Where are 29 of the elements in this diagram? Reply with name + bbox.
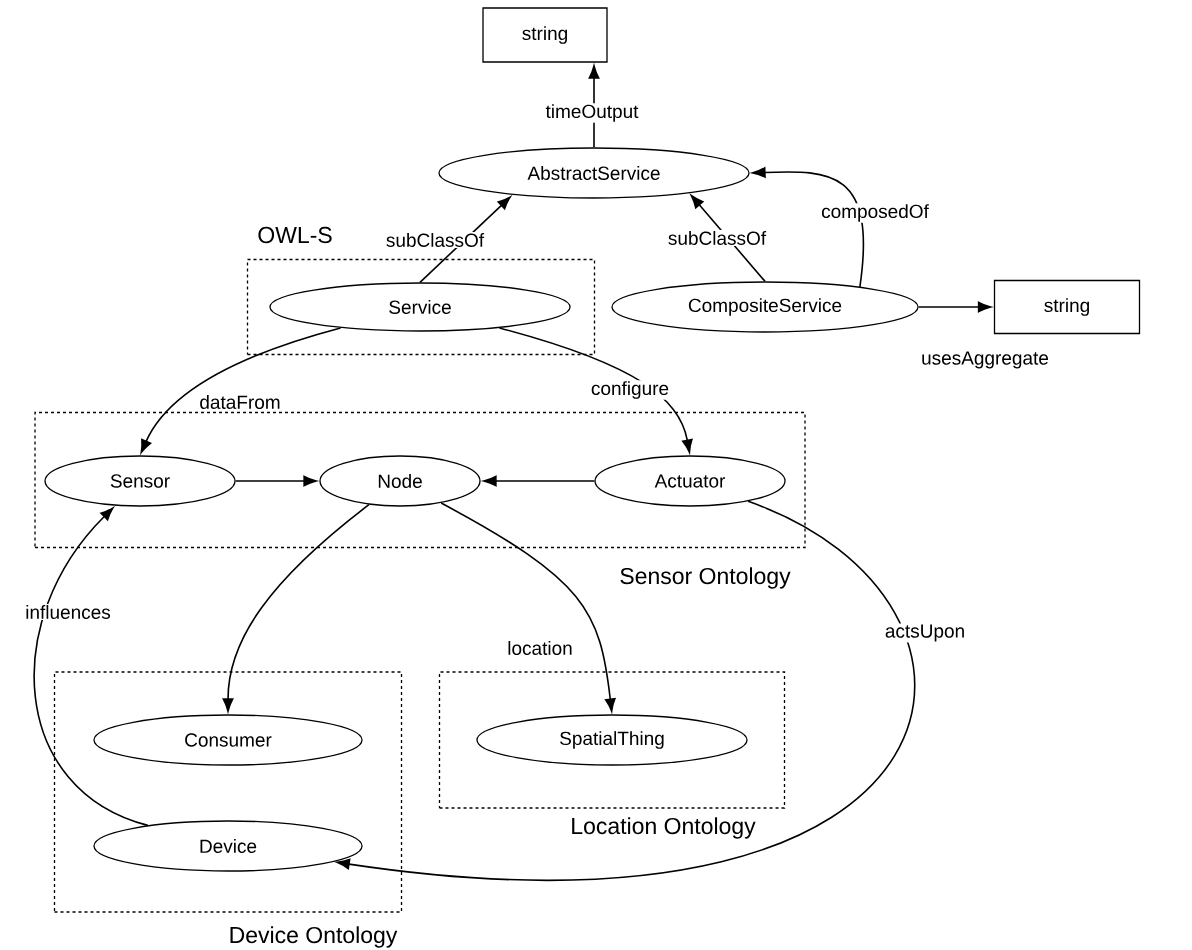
arrow xyxy=(419,196,511,284)
edge-label: dataFrom xyxy=(198,394,282,410)
edge-label: location xyxy=(506,640,574,656)
arrow xyxy=(440,502,616,712)
datatype-box: string xyxy=(482,7,608,63)
arrow xyxy=(917,301,992,313)
edge-label: timeOutput xyxy=(544,103,640,123)
arrow xyxy=(752,167,865,288)
edge-label: actsUpon xyxy=(883,623,967,643)
arrow xyxy=(222,503,370,712)
edge-label: configure xyxy=(589,380,671,400)
arrow xyxy=(336,500,914,880)
cluster-heading: OWL-S xyxy=(258,226,332,244)
arrow xyxy=(33,507,149,827)
edge-label: subClassOf xyxy=(666,230,768,246)
edge-label: influences xyxy=(24,604,112,620)
edge-label: usesAggregate xyxy=(920,350,1050,370)
arrow xyxy=(690,194,766,283)
edge-label: composedOf xyxy=(820,203,930,223)
arrow xyxy=(498,327,693,453)
cluster-heading: Location Ontology xyxy=(572,817,756,839)
datatype-box: string xyxy=(993,279,1141,335)
cluster-heading: Sensor Ontology xyxy=(620,567,791,589)
edge-label: subClassOf xyxy=(384,232,486,248)
arrow xyxy=(234,475,317,487)
arrow xyxy=(588,65,600,149)
cluster-heading: Device Ontology xyxy=(230,926,398,948)
arrow xyxy=(483,475,596,487)
arrow xyxy=(140,327,342,454)
